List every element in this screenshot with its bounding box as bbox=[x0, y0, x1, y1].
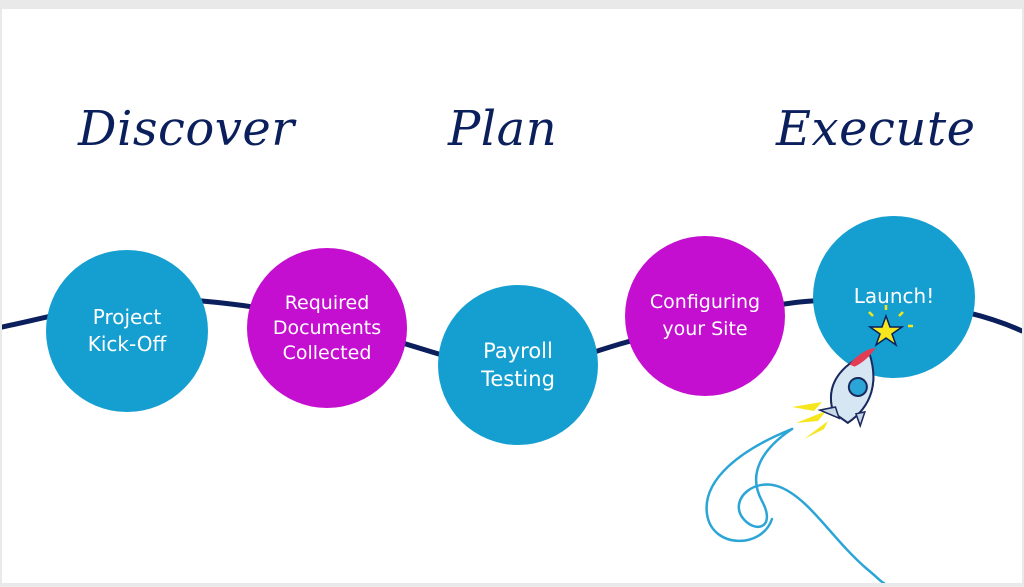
phase-title-plan: Plan bbox=[448, 101, 558, 157]
step-label: Payroll Testing bbox=[481, 339, 555, 391]
step-label: Project Kick-Off bbox=[87, 305, 167, 356]
step-label: Required Documents Collected bbox=[272, 291, 382, 364]
phase-title-execute: Execute bbox=[776, 101, 976, 157]
rocket-trail-loop bbox=[705, 427, 794, 543]
phase-title-discover: Discover bbox=[78, 101, 295, 157]
step-payroll-testing: Payroll Testing bbox=[438, 285, 598, 445]
rocket-trail bbox=[737, 427, 886, 583]
step-label: Launch! bbox=[853, 284, 935, 308]
step-required-documents: Required Documents Collected bbox=[247, 248, 407, 408]
step-launch: Launch! bbox=[813, 216, 975, 378]
rocket-flame-icon bbox=[792, 402, 828, 439]
slide: Discover Plan Execute bbox=[2, 9, 1022, 583]
step-configuring-site: Configuring your Site bbox=[625, 236, 785, 396]
step-project-kickoff: Project Kick-Off bbox=[46, 250, 208, 412]
step-label: Configuring your Site bbox=[649, 291, 761, 340]
